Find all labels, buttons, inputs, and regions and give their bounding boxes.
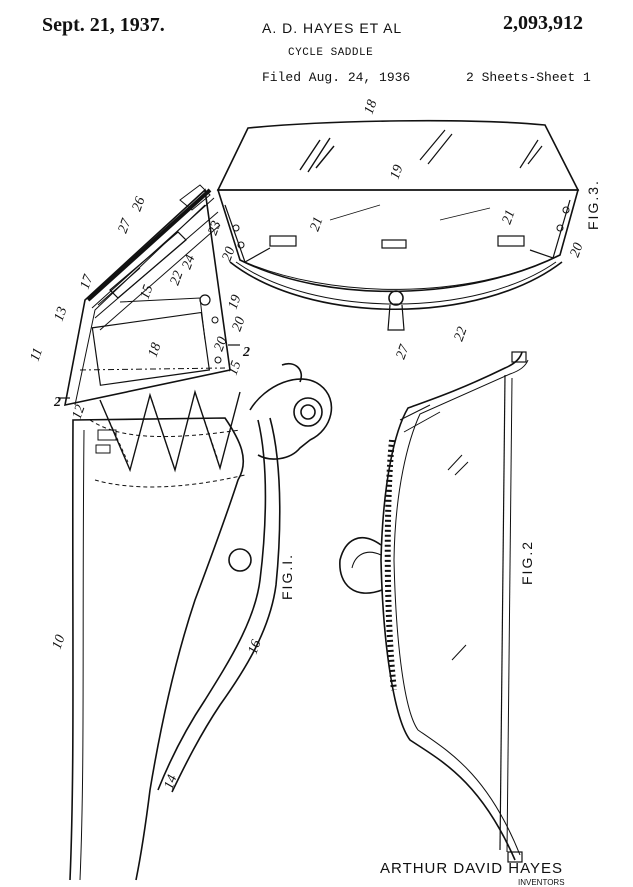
ref-numeral: 19 [226,293,245,311]
ref-numeral: 19 [388,163,407,181]
filed-date: Filed Aug. 24, 1936 [262,70,411,85]
ref-numeral: 21 [500,208,519,226]
ref-numeral: 16 [246,638,265,656]
fig2-drawing [339,351,529,863]
ref-numeral: 15 [226,359,245,377]
fig2-label: FIG.2 [519,540,535,585]
ref-numeral: 13 [52,305,71,323]
ref-numeral: 18 [362,98,381,116]
inventors-label: INVENTORS [518,878,565,887]
ref-numeral: 22 [168,269,187,287]
ref-numeral: 17 [78,272,97,291]
ref-numeral: 26 [130,195,149,213]
section-mark: 2 [53,395,61,410]
ref-numeral: 18 [146,341,165,359]
ref-numeral: 20 [212,335,231,353]
section-mark: 2 [242,345,250,360]
ref-numeral: 23 [206,219,225,237]
ref-numeral: 20 [568,241,587,259]
inventors-header: A. D. HAYES ET AL [262,20,403,36]
ref-numeral: 27 [116,216,135,235]
ref-numeral: 24 [180,253,199,271]
patent-number: 2,093,912 [503,12,583,34]
ref-numeral: 14 [162,773,181,791]
fig1-label: FIG.I. [279,553,295,600]
ref-numeral: 12 [70,403,89,421]
patent-title: CYCLE SADDLE [288,47,374,59]
fig3-label: FIG.3. [585,179,601,230]
ref-numeral: 21 [308,215,327,233]
sheet-count: 2 Sheets-Sheet 1 [466,70,591,85]
ref-numeral: 10 [50,633,69,651]
ref-numeral: 22 [452,325,471,343]
ref-numeral: 27 [394,342,413,361]
fig3-drawing [216,119,580,331]
inventor-name: ARTHUR DAVID HAYES [380,860,564,877]
ref-numeral: 20 [230,315,249,333]
patent-date: Sept. 21, 1937. [42,14,165,36]
fig1-drawing [58,184,333,881]
ref-numeral: 11 [28,346,47,363]
ref-numeral: 20 [220,245,239,263]
ref-numeral: 15 [138,283,157,301]
